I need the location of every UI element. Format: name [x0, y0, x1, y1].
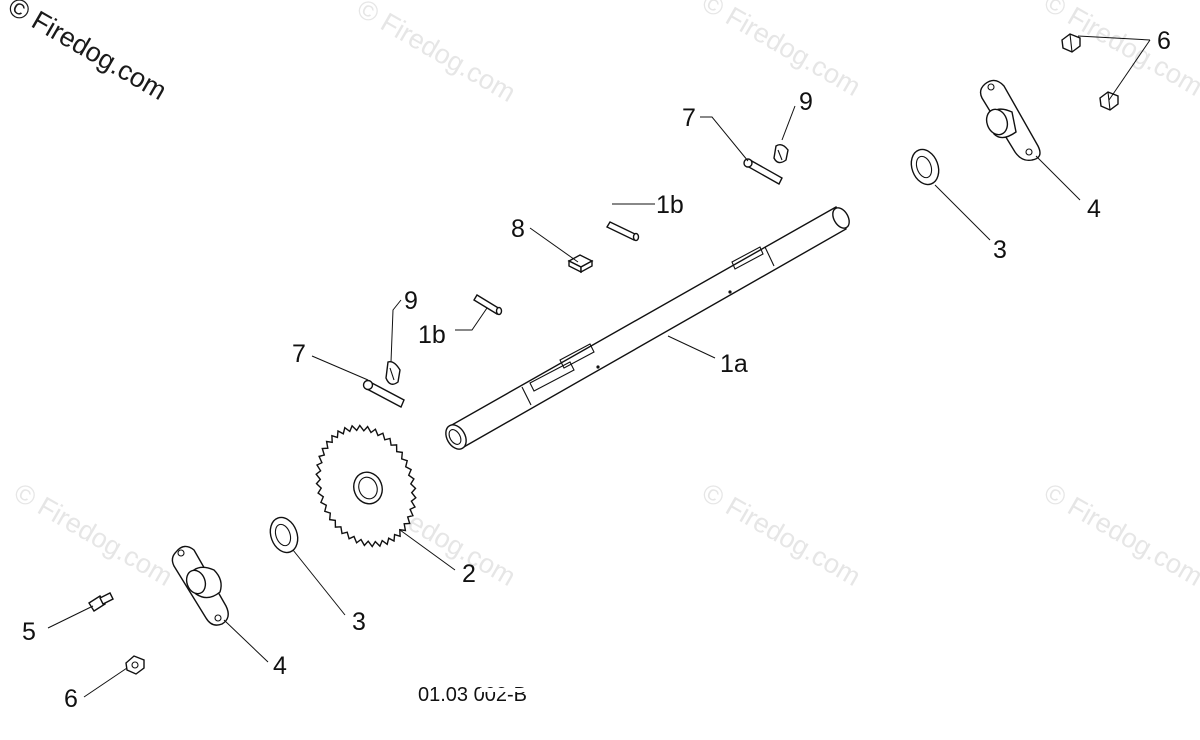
watermark: © Firedog.com	[1039, 0, 1200, 102]
pin-upper-part	[606, 221, 640, 242]
leader-lines	[47, 35, 1151, 698]
callout-labels: 1a 1b 1b 2 3 3 4 4 5 6 6 7 7 8 9 9	[22, 27, 1171, 713]
callout-6-left: 6	[64, 685, 78, 713]
watermark-layer: © Firedog.com © Firedog.com © Firedog.co…	[3, 0, 1200, 592]
watermark: © Firedog.com	[697, 477, 866, 592]
key-part	[567, 254, 594, 274]
watermark-main: © Firedog.com	[3, 0, 172, 106]
pin-lower-part	[473, 294, 503, 316]
callout-6-right: 6	[1157, 27, 1171, 55]
clip-left-part	[385, 360, 401, 385]
callout-9-right: 9	[799, 88, 813, 116]
watermark: © Firedog.com	[352, 0, 521, 108]
callout-9-left: 9	[404, 287, 418, 315]
callout-4-right: 4	[1087, 195, 1101, 223]
clevis-pin-right-part	[743, 158, 783, 185]
nut-right-bottom-part	[1099, 91, 1119, 111]
callout-3-left: 3	[352, 608, 366, 636]
callout-1b-lower: 1b	[418, 321, 446, 349]
drawing-code: 01.03 002-B	[418, 684, 527, 706]
screw-part	[88, 592, 114, 612]
shaft-part	[445, 206, 850, 450]
nut-right-top-part	[1061, 33, 1081, 53]
watermark: © Firedog.com	[9, 477, 178, 592]
clip-right-part	[773, 143, 789, 164]
callout-5: 5	[22, 618, 36, 646]
callout-7-left: 7	[292, 340, 306, 368]
drawing-code-mask	[480, 688, 600, 692]
washer-right-part	[910, 148, 940, 186]
washer-left-part	[269, 516, 299, 554]
nut-left-part	[125, 655, 145, 675]
callout-3-right: 3	[993, 236, 1007, 264]
watermark: © Firedog.com	[697, 0, 866, 102]
callout-4-left: 4	[273, 652, 287, 680]
callout-7-right: 7	[682, 104, 696, 132]
callout-1a: 1a	[720, 350, 748, 378]
bearing-left-part	[171, 545, 229, 626]
sprocket-part	[315, 424, 417, 548]
watermark: © Firedog.com	[1039, 477, 1200, 592]
bearing-right-part	[979, 79, 1041, 162]
callout-8: 8	[511, 215, 525, 243]
callout-1b-upper: 1b	[656, 191, 684, 219]
clevis-pin-left-part	[362, 379, 405, 408]
callout-2: 2	[462, 560, 476, 588]
